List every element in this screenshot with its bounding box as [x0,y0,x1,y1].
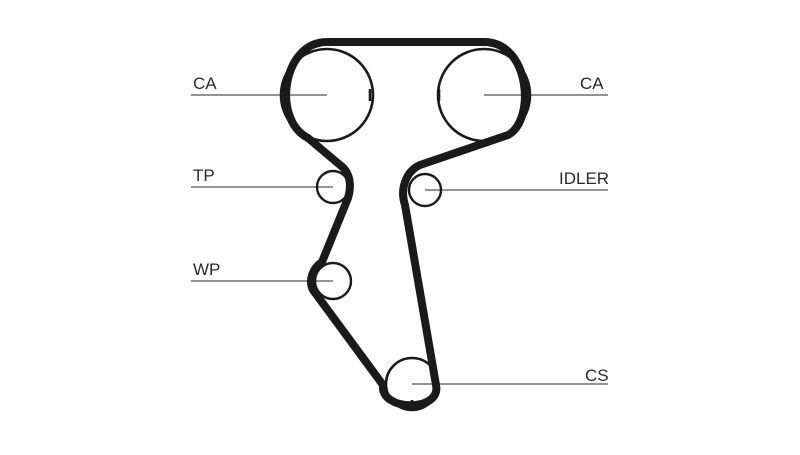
label-ca-left: CA [193,74,217,93]
tensioner-pulley [315,169,351,205]
water-pump-pulley [313,261,353,301]
idler-pulley [407,172,443,208]
label-idler: IDLER [559,169,610,188]
label-cs: CS [585,366,609,385]
camshaft-pulley-left [279,47,375,143]
label-tp: TP [193,166,215,185]
timing-belt [282,38,529,410]
label-ca-right: CA [580,74,604,93]
label-wp: WP [193,260,221,279]
